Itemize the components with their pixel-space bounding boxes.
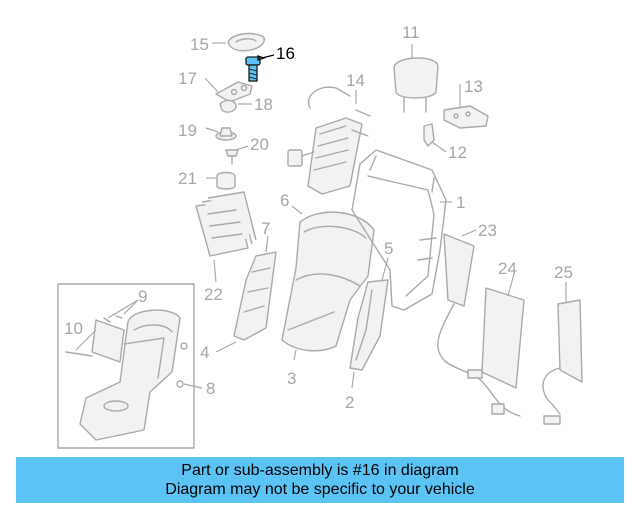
callout-25[interactable]: 25 [554, 263, 573, 282]
banner-line-2: Diagram may not be specific to your vehi… [165, 481, 475, 498]
info-banner: Part or sub-assembly is #16 in diagram D… [16, 457, 624, 503]
callout-12[interactable]: 12 [448, 143, 467, 162]
callout-23[interactable]: 23 [478, 221, 497, 240]
part-24-pad[interactable] [481, 287, 525, 389]
leader-lines [75, 42, 567, 389]
part-18-clip[interactable] [219, 99, 237, 113]
callout-4[interactable]: 4 [200, 343, 209, 362]
callout-1[interactable]: 1 [456, 193, 465, 212]
part-21-bushing[interactable] [216, 171, 236, 190]
part-15-cover[interactable] [227, 32, 266, 52]
callout-3[interactable]: 3 [287, 369, 296, 388]
part-14-lumbar[interactable] [287, 86, 371, 195]
callout-16[interactable]: 16 [276, 44, 295, 63]
callout-labels: 1 2 3 4 5 6 7 8 9 10 11 12 13 14 15 16 1… [64, 23, 573, 412]
callout-17[interactable]: 17 [178, 69, 197, 88]
banner-line-1: Part or sub-assembly is #16 in diagram [181, 462, 459, 479]
callout-22[interactable]: 22 [204, 285, 223, 304]
callout-13[interactable]: 13 [464, 77, 483, 96]
part-25-mat[interactable] [542, 299, 583, 425]
callout-10[interactable]: 10 [64, 319, 83, 338]
part-2-bolster[interactable] [349, 279, 389, 371]
callout-20[interactable]: 20 [250, 135, 269, 154]
callout-18[interactable]: 18 [254, 95, 273, 114]
callout-2[interactable]: 2 [345, 393, 354, 412]
part-11-headrest[interactable] [393, 57, 439, 113]
part-4-side-trim[interactable] [233, 251, 277, 341]
callout-5[interactable]: 5 [384, 239, 393, 258]
part-17-bracket[interactable] [215, 81, 253, 103]
part-8-console-group[interactable] [57, 283, 195, 449]
part-16-bolt[interactable] [245, 56, 261, 82]
callout-7[interactable]: 7 [261, 219, 270, 238]
callout-15[interactable]: 15 [190, 35, 209, 54]
callout-24[interactable]: 24 [498, 259, 517, 278]
callout-11[interactable]: 11 [402, 23, 420, 42]
callout-14[interactable]: 14 [346, 71, 365, 90]
callout-21[interactable]: 21 [178, 169, 197, 188]
callout-6[interactable]: 6 [280, 191, 289, 210]
part-20-pin[interactable] [225, 149, 239, 165]
part-12-sleeve[interactable] [423, 123, 435, 147]
part-13-guide[interactable] [443, 105, 489, 129]
parts-diagram: 1 2 3 4 5 6 7 8 9 10 11 12 13 14 15 16 1… [57, 23, 583, 449]
part-1-frame[interactable] [351, 149, 447, 311]
callout-19[interactable]: 19 [178, 121, 197, 140]
callout-8[interactable]: 8 [206, 379, 215, 398]
part-23-harness[interactable] [437, 233, 521, 417]
part-22-pad[interactable] [195, 191, 257, 257]
callout-9[interactable]: 9 [138, 287, 147, 306]
part-19-grommet[interactable] [215, 127, 237, 141]
part-3-back-pad[interactable] [281, 211, 375, 352]
